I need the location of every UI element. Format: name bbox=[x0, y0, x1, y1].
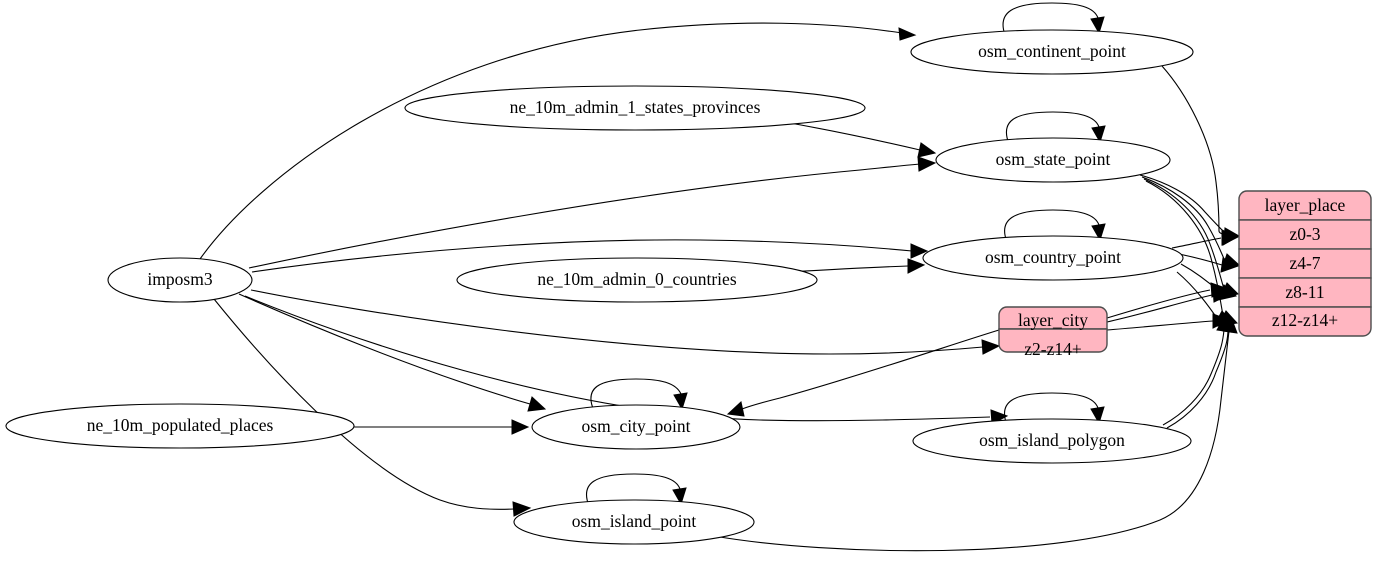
edge-imposm3-to-osm_state_point bbox=[248, 156, 937, 269]
node-layer_place[interactable]: layer_place z0-3 z4-7 z8-11 z12-z14+ bbox=[1238, 190, 1372, 337]
edge-ne_populated-to-osm_city_point bbox=[354, 419, 530, 435]
layer_city-title: layer_city bbox=[1018, 310, 1088, 330]
node-ne_10m_admin_0_countries[interactable]: ne_10m_admin_0_countries bbox=[456, 257, 818, 303]
node-imposm3[interactable]: imposm3 bbox=[107, 257, 253, 303]
edge-self-osm_state_point bbox=[1005, 111, 1106, 145]
node-label-osm_state_point: osm_state_point bbox=[996, 149, 1111, 169]
node-label-osm_island_polygon: osm_island_polygon bbox=[979, 430, 1125, 450]
edge-layer bbox=[199, 2, 1241, 552]
node-label-osm_continent_point: osm_continent_point bbox=[978, 41, 1126, 61]
edge-osm_continent_point-to-layer_place bbox=[1161, 65, 1239, 246]
edge-imposm3-to-osm_continent_point bbox=[199, 22, 917, 260]
node-layer: imposm3 ne_10m_admin_1_states_provinces … bbox=[5, 29, 1194, 545]
edge-self-osm_island_point bbox=[585, 473, 687, 507]
node-label-imposm3: imposm3 bbox=[147, 269, 212, 289]
node-osm_island_polygon[interactable]: osm_island_polygon bbox=[912, 418, 1192, 464]
layer_place-zoom-z4-7[interactable]: z4-7 bbox=[1289, 253, 1320, 273]
node-label-ne_states: ne_10m_admin_1_states_provinces bbox=[510, 97, 761, 117]
layer_place-zoom-z8-11[interactable]: z8-11 bbox=[1285, 282, 1324, 302]
node-label-osm_country_point: osm_country_point bbox=[985, 247, 1121, 267]
node-label-osm_island_point: osm_island_point bbox=[572, 511, 697, 531]
edge-self-osm_city_point bbox=[590, 378, 688, 412]
layer_city-zoom-z2-z14[interactable]: z2-z14+ bbox=[1024, 339, 1082, 359]
edge-imposm3-to-osm_city_point bbox=[238, 293, 547, 412]
edge-self-osm_continent_point bbox=[1002, 2, 1105, 36]
node-osm_state_point[interactable]: osm_state_point bbox=[935, 137, 1171, 183]
node-osm_country_point[interactable]: osm_country_point bbox=[922, 235, 1184, 281]
edge-self-osm_country_point bbox=[1004, 209, 1106, 243]
node-osm_city_point[interactable]: osm_city_point bbox=[531, 404, 741, 450]
node-ne_10m_admin_1_states_provinces[interactable]: ne_10m_admin_1_states_provinces bbox=[404, 85, 866, 131]
edge-imposm3-to-layer_city bbox=[250, 289, 1001, 355]
layer_place-zoom-z12-z14[interactable]: z12-z14+ bbox=[1272, 310, 1338, 330]
edge-layer_city-to-osm_city_point bbox=[726, 329, 1000, 417]
edge-osm_country_point-to-layer_place bbox=[1171, 230, 1240, 327]
layer_place-title: layer_place bbox=[1265, 195, 1346, 215]
node-osm_continent_point[interactable]: osm_continent_point bbox=[910, 29, 1194, 75]
node-label-osm_city_point: osm_city_point bbox=[582, 416, 691, 436]
edge-layer_city-to-layer_place bbox=[1106, 282, 1232, 331]
edge-self-osm_island_polygon bbox=[1003, 392, 1105, 426]
layer_place-zoom-z0-3[interactable]: z0-3 bbox=[1289, 224, 1320, 244]
node-osm_island_point[interactable]: osm_island_point bbox=[513, 499, 755, 545]
edge-imposm3-to-osm_island_point bbox=[213, 298, 532, 517]
edge-osm_island_point-to-layer_place bbox=[713, 315, 1238, 552]
node-ne_10m_populated_places[interactable]: ne_10m_populated_places bbox=[5, 403, 355, 449]
node-label-ne_countries: ne_10m_admin_0_countries bbox=[537, 269, 736, 289]
edge-imposm3-to-osm_country_point bbox=[251, 239, 929, 273]
node-layer_city[interactable]: layer_city z2-z14+ bbox=[998, 306, 1108, 359]
edge-ne_states-to-osm_state_point bbox=[789, 122, 937, 158]
node-label-ne_populated: ne_10m_populated_places bbox=[87, 415, 274, 435]
edge-ne_countries-to-osm_country_point bbox=[789, 258, 926, 274]
